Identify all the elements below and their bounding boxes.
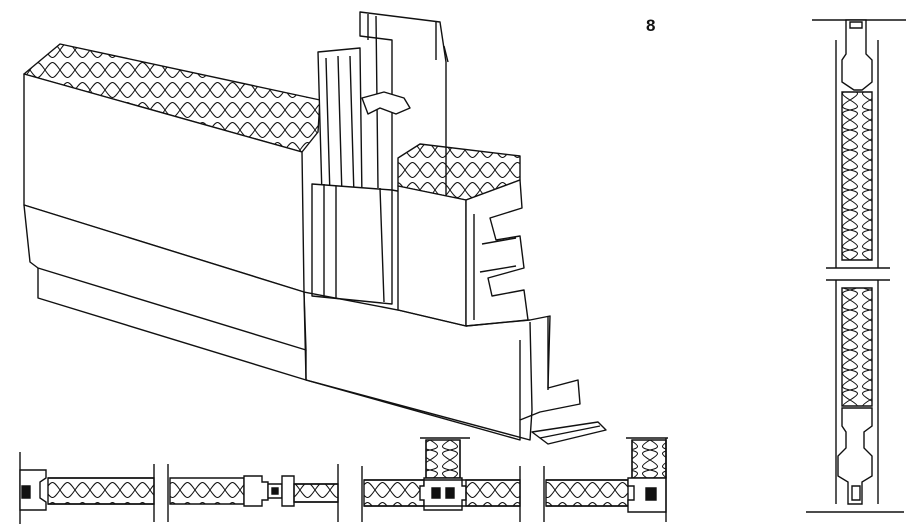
lower-insulation [842, 288, 872, 406]
cover-channel [312, 184, 392, 304]
section-edge-closure [20, 452, 154, 524]
figure-number: 8 [646, 16, 656, 35]
extrusion-profile [466, 180, 528, 326]
section-corner-joint [544, 438, 668, 522]
panel-skirt [24, 205, 306, 350]
section-t-joint [362, 438, 520, 522]
sill-channel [304, 292, 580, 440]
sill-profile [838, 408, 872, 504]
second-panel-front [398, 186, 466, 326]
isometric-panel-joint [24, 12, 606, 444]
vertical-section [806, 20, 906, 512]
head-profile [842, 20, 872, 90]
flashing-strip [532, 422, 606, 444]
spline-clip [362, 92, 410, 114]
upper-insulation [842, 92, 872, 260]
section-inline-joint [168, 464, 338, 522]
